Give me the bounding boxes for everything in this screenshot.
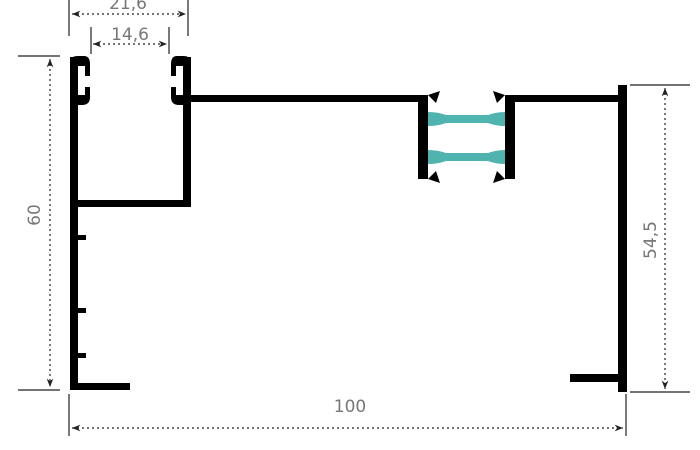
top-bar-right [515,95,627,102]
pocket-right-hooks [493,91,505,183]
pocket-left-hooks [428,91,440,183]
tick-2 [78,308,86,313]
right-foot [570,374,620,382]
thermal-strip-lower [428,150,505,164]
aluminium-profile [70,56,627,392]
channel-right-wall [183,57,191,207]
left-lip-bottom [78,87,90,105]
left-wall [70,57,78,390]
left-lip-top [70,56,90,76]
dim-outer-channel-width: 21,6 [109,0,147,14]
thermal-break [428,112,505,164]
dim-total-width: 100 [334,397,366,417]
tick-3 [78,353,86,358]
right-wall [618,85,627,392]
dim-inner-channel-opening: 14,6 [111,25,149,45]
dim-right-height: 54,5 [641,221,661,259]
left-foot [70,383,130,390]
right-lip-bottom [171,87,183,105]
dim-left-height: 60 [25,204,45,226]
thermal-pocket-right [505,95,515,179]
thermal-pocket-left [418,95,428,179]
tick-1 [78,235,86,240]
dimension-lines [18,0,690,436]
thermal-strip-upper [428,112,505,126]
right-lip-top [171,56,191,76]
top-bar-left [190,95,428,102]
channel-floor [78,200,190,207]
